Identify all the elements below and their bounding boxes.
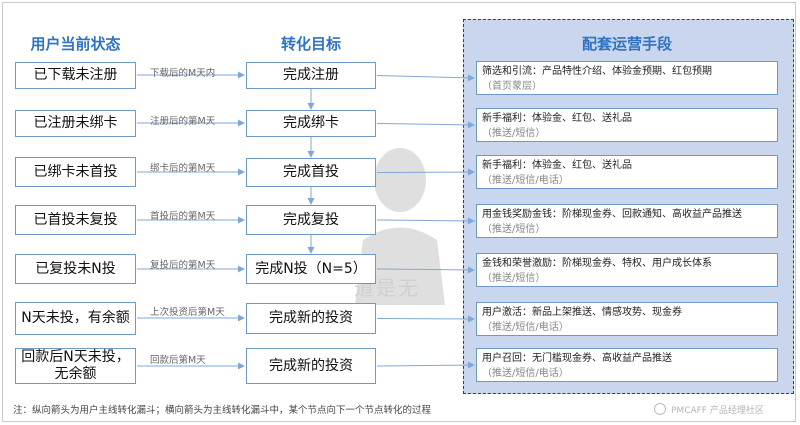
state-label: 已复投未N投 [35,260,116,277]
means-text: 用户召回：无门槛现金券、高收益产品推送 [482,353,672,364]
state-box-card-bound: 已绑卡未首投 [15,157,136,187]
means-card-register: 筛选和引流：产品特性介绍、体验金预期、红包预期 （首页蒙层） [476,61,778,95]
target-label: 完成新的投资 [269,357,353,374]
target-box-new-invest-2: 完成新的投资 [246,348,376,384]
target-box-bind-card: 完成绑卡 [246,110,376,137]
means-channel: （推送/短信） [482,273,546,284]
portrait-watermark-image [355,148,445,305]
edge-label-idle-with-balance: 上次投资后第M天 [150,307,225,318]
means-card-bind-card: 新手福利：体验金、红包、送礼品 （推送/短信） [476,108,778,142]
target-label: 完成复投 [283,211,339,228]
target-box-n-invest: 完成N投（N=5） [246,254,376,284]
means-text: 新手福利：体验金、红包、送礼品 [482,113,632,124]
target-to-means-arrow [376,74,475,82]
state-box-download: 已下载未注册 [15,62,136,89]
means-channel: （推送/短信/电话） [482,322,569,333]
state-label: 已绑卡未首投 [33,163,118,180]
target-to-means-arrow [376,266,475,274]
edge-label-registered: 注册后的第M天 [150,116,216,127]
means-channel: （推送/短信/电话） [482,175,569,186]
state-label: 已注册未绑卡 [33,115,118,131]
footnote: 注：纵向箭头为用户主线转化漏斗；横向箭头为主线转化漏斗中，某个节点向下一个节点转… [13,405,432,416]
target-box-register: 完成注册 [246,62,376,89]
means-card-activation: 用户激活：新品上架推送、情感攻势、现金券 （推送/短信/电话） [476,302,778,336]
edge-label-card-bound: 绑卡后的第M天 [150,163,216,174]
target-box-first-invest: 完成首投 [246,158,376,187]
state-label: 已下载未注册 [33,67,118,83]
means-card-recall: 用户召回：无门槛现金券、高收益产品推送 （推送/短信/电话） [476,348,778,382]
target-to-means-arrow [376,168,475,176]
state-column-title: 用户当前状态 [30,35,121,53]
means-text: 用金钱奖励金钱：阶梯现金券、回款通知、高收益产品推送 [482,209,742,220]
edge-label-first-invested: 首投后的第M天 [150,211,216,222]
state-label: N天未投，有余额 [21,310,130,326]
means-channel: （推送/短信） [482,128,546,139]
state-box-reinvested: 已复投未N投 [15,254,136,284]
means-text: 筛选和引流：产品特性介绍、体验金预期、红包预期 [482,66,712,77]
target-to-means-arrow [376,217,475,225]
edge-label-idle-no-balance: 回款后第M天 [150,355,206,366]
target-to-means-arrow [376,361,475,369]
state-box-first-invested: 已首投未复投 [15,205,136,235]
means-card-first-invest: 新手福利：体验金、红包、送礼品 （推送/短信/电话） [476,155,778,189]
target-to-means-arrow [376,315,475,323]
target-label: 完成新的投资 [269,310,353,326]
state-box-idle-no-balance: 回款后N天未投， 无余额 [15,348,136,384]
target-box-new-invest-1: 完成新的投资 [246,303,376,334]
pmcaff-logo-icon [654,403,666,415]
means-card-reinvest: 用金钱奖励金钱：阶梯现金券、回款通知、高收益产品推送 （推送/短信） [476,204,778,238]
means-column-title: 配套运营手段 [581,35,672,53]
means-channel: （推送/短信/电话） [482,368,569,379]
means-card-n-invest: 金钱和荣誉激励：阶梯现金券、特权、用户成长体系 （推送/短信） [476,253,778,287]
watermark-text: PMCAFF 产品经理社区 [671,406,764,416]
target-label: 完成绑卡 [283,115,339,131]
means-channel: （推送/短信） [482,224,546,235]
means-channel: （首页蒙层） [482,81,542,92]
means-text: 金钱和荣誉激励：阶梯现金券、特权、用户成长体系 [482,258,712,269]
means-text: 用户激活：新品上架推送、情感攻势、现金券 [482,307,682,318]
state-box-idle-with-balance: N天未投，有余额 [15,302,136,335]
target-label: 完成注册 [283,67,339,83]
target-label: 完成N投（N=5） [255,260,367,277]
edge-label-reinvested: 复投后的第M天 [150,260,216,271]
target-to-means-arrow [376,121,475,129]
target-box-reinvest: 完成复投 [246,205,376,235]
state-label: 回款后N天未投， 无余额 [21,349,130,382]
means-text: 新手福利：体验金、红包、送礼品 [482,160,632,171]
edge-label-download: 下载后的M天内 [150,68,216,79]
state-box-registered: 已注册未绑卡 [15,110,136,137]
target-label: 完成首投 [283,164,339,180]
target-column-title: 转化目标 [280,35,341,53]
state-label: 已首投未复投 [33,211,118,228]
